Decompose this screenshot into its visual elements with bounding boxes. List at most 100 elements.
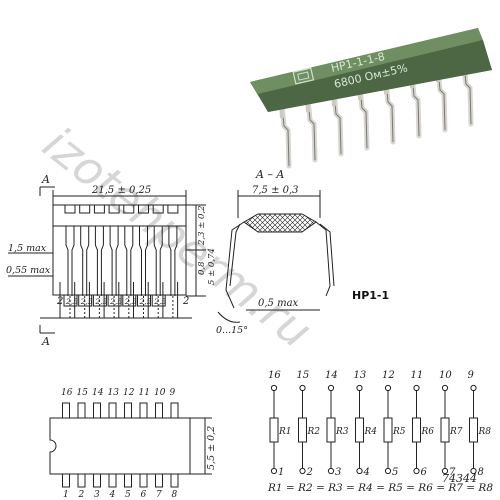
schematic-bottom-pin-number: 6: [421, 467, 428, 478]
pitch-label-box: [92, 294, 107, 307]
watermark: izotehperm.ru: [33, 116, 322, 358]
lead-top: [152, 204, 164, 214]
section-view: A – A 7,5 ± 0,3 0,5 max 0...15°: [216, 168, 335, 336]
pin-view-bottom-number: 2: [78, 490, 85, 500]
pin-view-top-pin: [108, 402, 117, 419]
lead-outline: [124, 226, 134, 296]
schematic-top-terminal: [441, 384, 449, 392]
lead-top: [93, 204, 105, 214]
pitch-label: 2,5: [109, 297, 122, 306]
lead-width-dim: 1,5 max: [8, 243, 47, 254]
pin-view-top-number: 10: [154, 388, 166, 398]
lead-outline: [65, 226, 75, 296]
resistor-symbol: [412, 417, 421, 443]
schematic-bottom-terminal: [270, 467, 278, 475]
pitch-label-box: [107, 294, 122, 307]
height-dim-5: 5 ± 0,74: [207, 248, 217, 285]
schematic-top-pin-number: 14: [325, 370, 338, 381]
schematic-bottom-terminal: [356, 467, 363, 475]
pin-view-height-dim: 5,5 ± 0,2: [206, 426, 217, 470]
pin-view-top-number: 11: [139, 388, 150, 398]
pin-view-bottom-number: 8: [172, 490, 178, 500]
schematic-bottom-pin-number: 4: [363, 467, 370, 478]
section-gap-dim: 0,5 max: [258, 298, 299, 309]
pin-view-bottom-pin: [124, 473, 132, 488]
pitch-label: 2,5: [124, 297, 137, 306]
height-dim-23: 2,3 ± 0,2: [197, 205, 207, 246]
pin-view-top-number: 15: [77, 388, 89, 398]
pin-view-top-number: 12: [123, 388, 135, 398]
pitch-label: 2: [182, 296, 189, 307]
photo-id: 74344: [442, 472, 477, 485]
pitch-label: 2,5: [153, 297, 166, 306]
schematic-top-terminal: [384, 384, 392, 392]
schematic-bottom-terminal: [470, 467, 477, 475]
section-width-dim: 7,5 ± 0,3: [252, 185, 299, 196]
lead-top: [123, 204, 135, 214]
pitch-label: 2,5: [94, 297, 107, 306]
resistor-symbol: [469, 417, 478, 443]
schematic-top-pin-number: 12: [382, 370, 395, 381]
pin-view-bottom-number: 3: [94, 490, 100, 500]
lead-outline: [80, 226, 90, 296]
schematic-top-pin-number: 10: [439, 370, 452, 381]
resistor-symbol: [355, 417, 364, 443]
pin-view-top-number: 9: [170, 388, 176, 398]
resistor-symbol: [326, 417, 336, 443]
pin-view-top-number: 13: [108, 388, 120, 398]
lead-outline: [94, 226, 104, 296]
schematic-bottom-pin-number: 1: [278, 467, 284, 478]
section-angle-dim: 0...15°: [216, 325, 248, 336]
lead-top: [108, 204, 120, 214]
schematic-bottom-terminal: [327, 467, 335, 475]
pin-view-bottom-number: 1: [63, 490, 69, 500]
schematic-bottom-terminal: [441, 467, 449, 475]
schematic-top-terminal: [270, 384, 278, 392]
resistor-label: R4: [364, 427, 378, 437]
schematic-bottom-terminal: [384, 467, 392, 475]
pitch-label: 2: [56, 296, 63, 307]
pin-view-top-pin: [170, 402, 179, 419]
height-dim-08: 0,8: [197, 261, 207, 275]
resistor-symbol: [440, 417, 450, 443]
schematic-bottom-terminal: [299, 467, 306, 475]
section-title: A – A: [255, 168, 284, 181]
component-photo: HP1-1-1-8 6800 Ом±5%: [250, 28, 492, 169]
schematic-top-pin-number: 16: [268, 370, 281, 381]
schematic: 16R1115R2214R3313R4412R5511R6610R779R88 …: [267, 370, 493, 494]
schematic-top-pin-number: 9: [468, 370, 475, 381]
top-view-tabs: [40, 282, 192, 319]
pin-view-bottom-pin: [108, 473, 117, 488]
schematic-top-terminal: [299, 384, 306, 392]
pin-view-bottom-pin: [93, 473, 101, 488]
schematic-bottom-pin-number: 7: [449, 467, 456, 478]
lead-top: [167, 204, 179, 214]
schematic-top-pin-number: 15: [297, 370, 310, 381]
lead-outline: [168, 226, 178, 296]
pin-view-top-pin: [139, 402, 148, 419]
pin-view-top-pin: [155, 402, 163, 419]
pin-view-bottom-number: 6: [141, 490, 147, 500]
schematic-top-terminal: [327, 384, 335, 392]
pin-view-top-number: 16: [61, 388, 73, 398]
schematic-top-terminal: [470, 384, 477, 392]
resistor-label: R8: [478, 427, 492, 437]
section-mark-top: A: [41, 173, 50, 186]
pin-view-bottom-pin: [62, 473, 70, 488]
pitch-label-box: [78, 294, 93, 307]
schematic-bottom-pin-number: 3: [335, 467, 341, 478]
pin-view-bottom-number: 4: [109, 490, 116, 500]
pitch-label: 2,5: [139, 297, 152, 306]
pitch-label-box: [137, 294, 151, 307]
resistor-label: R6: [421, 427, 435, 437]
pin-view-top-pin: [62, 402, 70, 419]
section-mark-bottom: A: [41, 335, 50, 348]
top-view: A A 21,5 ± 0,25 1,5 max 0,55 max 2,3 ± 0…: [6, 173, 217, 348]
schematic-top-pin-number: 11: [411, 370, 424, 381]
component-label: HP1-1: [352, 289, 389, 302]
pitch-label: 2,5: [65, 297, 78, 306]
